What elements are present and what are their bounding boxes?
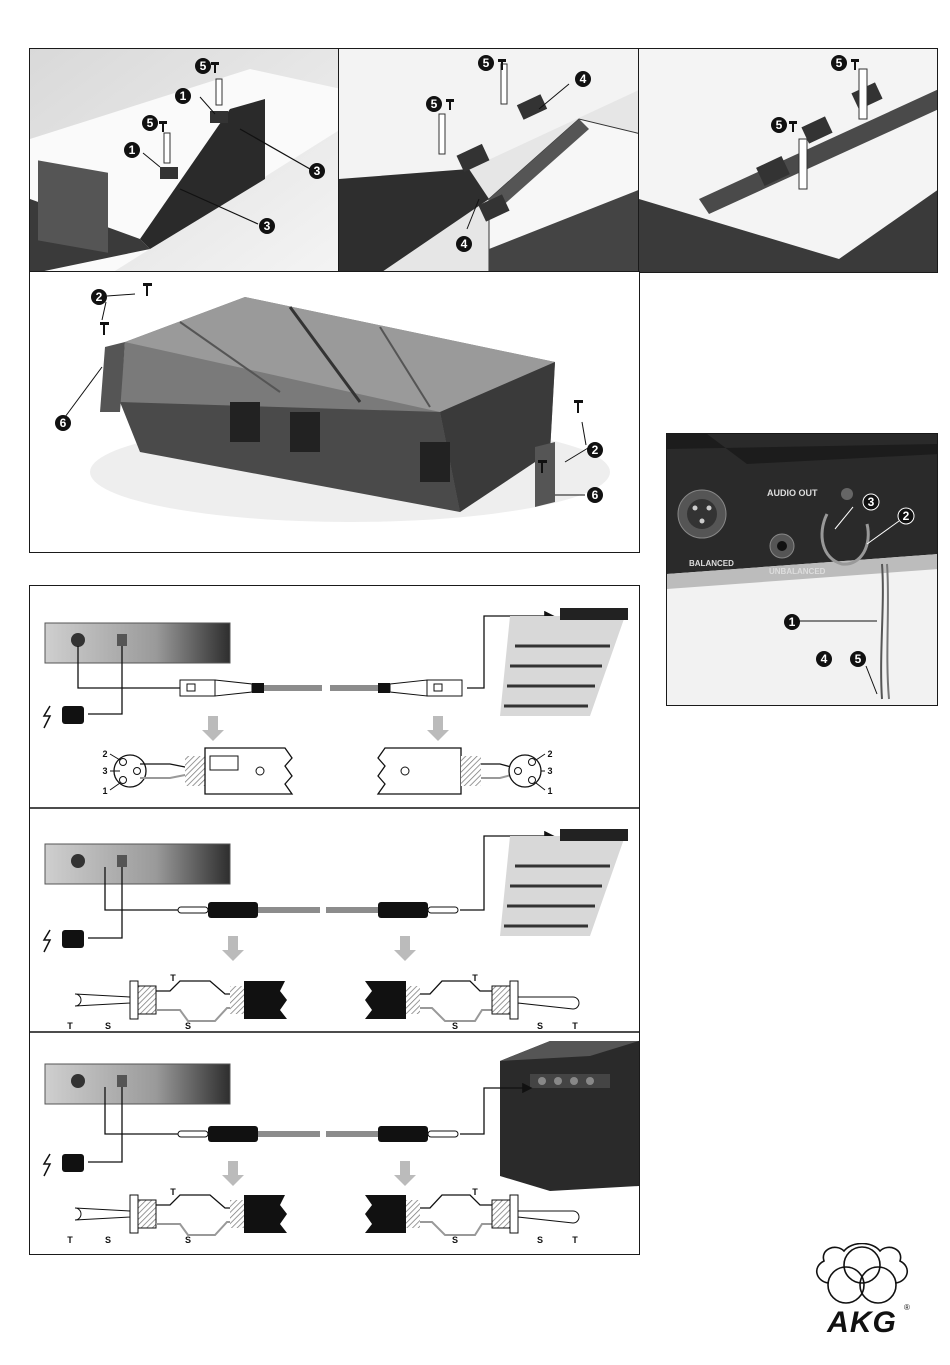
callout-5: 5 bbox=[776, 118, 783, 132]
section-jack-mixer: T S T S T S S T bbox=[44, 829, 628, 1031]
tip-label: T bbox=[170, 1187, 176, 1197]
callout-1: 1 bbox=[129, 143, 136, 157]
amplifier-icon bbox=[500, 1041, 639, 1191]
mixer-icon bbox=[500, 608, 628, 716]
callout-4: 4 bbox=[821, 652, 828, 666]
callout-2: 2 bbox=[903, 509, 910, 523]
mixer-icon bbox=[500, 829, 628, 936]
pin-2-label: 2 bbox=[102, 749, 107, 759]
callout-5: 5 bbox=[836, 56, 843, 70]
sleeve-label: S bbox=[452, 1021, 458, 1031]
callout-3: 3 bbox=[264, 219, 271, 233]
sleeve-label: S bbox=[537, 1235, 543, 1245]
tip-label: T bbox=[472, 973, 478, 983]
section-xlr: 2 3 1 2 3 1 bbox=[44, 608, 628, 796]
tip-label: T bbox=[472, 1187, 478, 1197]
xlr-cable bbox=[180, 680, 462, 696]
registered-mark: ® bbox=[904, 1303, 910, 1312]
wiring-diagram-svg: 2 3 1 2 3 1 bbox=[30, 586, 640, 1255]
callout-4: 4 bbox=[580, 72, 587, 86]
unbalanced-label: UNBALANCED bbox=[769, 567, 826, 576]
jack-cable bbox=[178, 902, 458, 918]
step-panel-audio-out: AUDIO OUT BALANCED UNBALANCED 3 2 1 4 5 bbox=[666, 433, 938, 706]
akg-logo-text: AKG bbox=[806, 1306, 918, 1340]
pin-3-label: 3 bbox=[102, 766, 107, 776]
tip-label: T bbox=[170, 973, 176, 983]
callout-5: 5 bbox=[431, 97, 438, 111]
tip-label: T bbox=[67, 1235, 73, 1245]
tip-label: T bbox=[572, 1021, 578, 1031]
step-panel-joined-units: 5 5 bbox=[638, 48, 938, 273]
callout-6: 6 bbox=[592, 488, 599, 502]
callout-1: 1 bbox=[180, 89, 187, 103]
pin-2-label: 2 bbox=[547, 749, 552, 759]
sleeve-label: S bbox=[185, 1235, 191, 1245]
power-supply-icon bbox=[44, 930, 84, 952]
power-supply-icon bbox=[44, 706, 84, 728]
audio-out-photo: AUDIO OUT BALANCED UNBALANCED 3 2 1 4 5 bbox=[667, 434, 938, 706]
callout-3: 3 bbox=[868, 495, 875, 509]
callout-4: 4 bbox=[461, 237, 468, 251]
callout-5: 5 bbox=[147, 116, 154, 130]
step-panel-rack-assembly: 2 6 2 6 bbox=[29, 271, 640, 553]
callout-2: 2 bbox=[592, 443, 599, 457]
tip-label: T bbox=[67, 1021, 73, 1031]
sleeve-label: S bbox=[105, 1235, 111, 1245]
join-units-photo: 5 4 5 4 bbox=[339, 49, 640, 273]
callout-5: 5 bbox=[200, 59, 207, 73]
callout-1: 1 bbox=[789, 615, 796, 629]
pin-3-label: 3 bbox=[547, 766, 552, 776]
rack-ear-photo: 5 1 5 1 3 3 bbox=[30, 49, 340, 273]
callout-3: 3 bbox=[314, 164, 321, 178]
callout-5: 5 bbox=[483, 56, 490, 70]
power-supply-icon bbox=[44, 1154, 84, 1176]
callout-5: 5 bbox=[855, 652, 862, 666]
akg-logo-icon bbox=[806, 1243, 918, 1309]
sleeve-label: S bbox=[185, 1021, 191, 1031]
step-panel-rack-ears: 5 1 5 1 3 3 bbox=[29, 48, 340, 273]
wiring-diagrams: 2 3 1 2 3 1 bbox=[29, 585, 640, 1255]
audio-out-label: AUDIO OUT bbox=[767, 488, 818, 498]
jack-cable bbox=[178, 1126, 458, 1142]
sleeve-label: S bbox=[105, 1021, 111, 1031]
balanced-label: BALANCED bbox=[689, 559, 734, 568]
pin-1-label: 1 bbox=[547, 786, 552, 796]
callout-6: 6 bbox=[60, 416, 67, 430]
step-panel-join-units: 5 4 5 4 bbox=[338, 48, 640, 273]
callout-2: 2 bbox=[96, 290, 103, 304]
pin-1-label: 1 bbox=[102, 786, 107, 796]
joined-units-photo: 5 5 bbox=[639, 49, 938, 273]
tip-label: T bbox=[572, 1235, 578, 1245]
sleeve-label: S bbox=[537, 1021, 543, 1031]
section-jack-amp: T S T S T S S T bbox=[44, 1041, 639, 1245]
sleeve-label: S bbox=[452, 1235, 458, 1245]
rack-assembly-photo: 2 6 2 6 bbox=[30, 272, 640, 553]
